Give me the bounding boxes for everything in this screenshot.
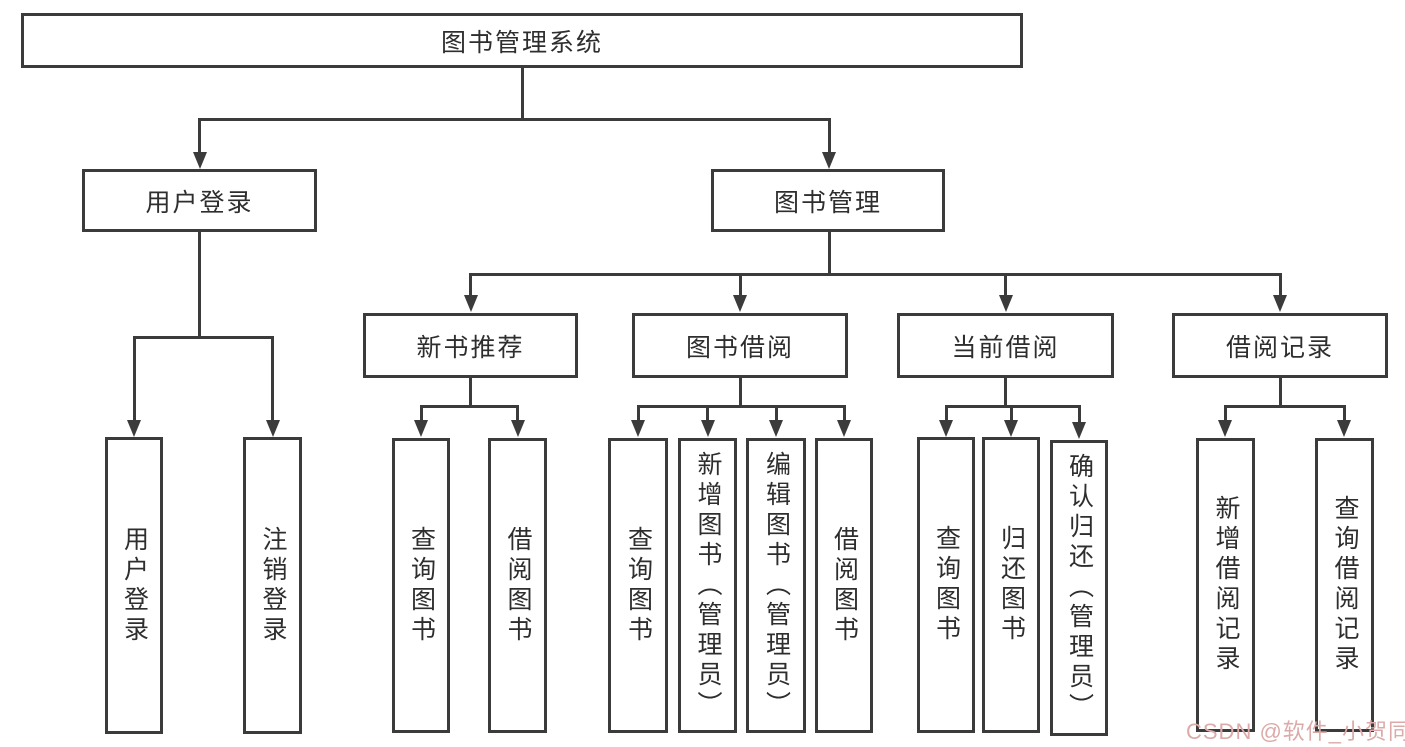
- connector: [945, 407, 948, 424]
- node-current-borrow-label: 当前借阅: [951, 333, 1060, 362]
- connector: [521, 68, 524, 120]
- leaf-query-borrow-record-label: 查询借阅记录: [1331, 495, 1359, 675]
- arrow-head: [822, 152, 836, 169]
- arrow-head: [1218, 420, 1232, 437]
- connector: [828, 232, 831, 275]
- connector: [133, 338, 136, 423]
- connector: [271, 338, 274, 423]
- connector: [133, 336, 274, 339]
- node-root: 图书管理系统: [21, 13, 1023, 68]
- connector: [469, 273, 1282, 276]
- leaf-confirm-return-admin: 确认归还（管理员）: [1050, 440, 1108, 736]
- node-book-borrow-label: 图书借阅: [685, 333, 794, 362]
- arrow-head: [414, 420, 428, 437]
- node-borrow-record: 借阅记录: [1172, 313, 1388, 378]
- leaf-add-books-admin: 新增图书（管理员）: [678, 438, 737, 733]
- connector: [706, 407, 709, 424]
- connector: [739, 377, 742, 408]
- arrow-head: [127, 420, 141, 437]
- leaf-user-login-label: 用户登录: [120, 525, 149, 646]
- connector: [198, 232, 201, 338]
- arrow-head: [837, 420, 851, 437]
- arrow-head: [464, 295, 478, 312]
- leaf-query-books-3: 查询图书: [917, 437, 975, 733]
- connector: [1004, 275, 1007, 298]
- connector: [198, 120, 201, 155]
- leaf-confirm-return-admin-label: 确认归还（管理员）: [1065, 453, 1094, 723]
- leaf-query-books-1-label: 查询图书: [407, 525, 436, 646]
- connector: [637, 405, 846, 408]
- connector: [1279, 377, 1282, 408]
- leaf-add-borrow-record-label: 新增借阅记录: [1212, 495, 1240, 675]
- arrow-head: [939, 420, 953, 437]
- connector: [1279, 275, 1282, 298]
- arrow-head: [1337, 420, 1351, 437]
- arrow-head: [266, 420, 280, 437]
- node-new-book-rec-label: 新书推荐: [416, 333, 525, 362]
- leaf-add-borrow-record: 新增借阅记录: [1196, 438, 1255, 732]
- connector: [420, 405, 519, 408]
- connector: [1224, 405, 1346, 408]
- node-new-book-rec: 新书推荐: [363, 313, 578, 378]
- connector: [1010, 407, 1013, 424]
- arrow-head: [733, 295, 747, 312]
- connector: [843, 407, 846, 424]
- leaf-return-books-label: 归还图书: [997, 525, 1026, 645]
- leaf-borrow-books-2-label: 借阅图书: [830, 525, 859, 646]
- connector: [1004, 377, 1007, 408]
- leaf-query-books-1: 查询图书: [392, 438, 450, 733]
- connector: [420, 407, 423, 424]
- node-user-login-label: 用户登录: [145, 188, 254, 217]
- leaf-borrow-books-1: 借阅图书: [488, 438, 547, 733]
- connector: [469, 275, 472, 298]
- connector: [1078, 407, 1081, 424]
- arrow-head: [999, 295, 1013, 312]
- leaf-query-books-3-label: 查询图书: [932, 525, 961, 645]
- connector: [198, 118, 831, 121]
- connector: [828, 120, 831, 155]
- arrow-head: [1004, 420, 1018, 437]
- leaf-query-books-2-label: 查询图书: [624, 525, 653, 646]
- leaf-borrow-books-1-label: 借阅图书: [504, 525, 532, 646]
- leaf-user-login: 用户登录: [105, 437, 163, 734]
- node-book-mgmt: 图书管理: [711, 169, 945, 232]
- leaf-logout: 注销登录: [243, 437, 302, 734]
- leaf-query-books-2: 查询图书: [608, 438, 668, 733]
- arrow-head: [631, 420, 645, 437]
- leaf-edit-books-admin: 编辑图书（管理员）: [746, 438, 806, 733]
- leaf-query-borrow-record: 查询借阅记录: [1315, 438, 1374, 732]
- arrow-head: [193, 152, 207, 169]
- leaf-edit-books-admin-label: 编辑图书（管理员）: [762, 450, 791, 721]
- leaf-borrow-books-2: 借阅图书: [815, 438, 873, 733]
- connector: [1343, 407, 1346, 424]
- arrow-head: [701, 420, 715, 437]
- leaf-return-books: 归还图书: [982, 437, 1040, 733]
- leaf-logout-label: 注销登录: [259, 525, 287, 646]
- connector: [516, 407, 519, 424]
- node-borrow-record-label: 借阅记录: [1225, 333, 1334, 362]
- leaf-add-books-admin-label: 新增图书（管理员）: [694, 450, 722, 721]
- node-user-login: 用户登录: [82, 169, 317, 232]
- arrow-head: [1273, 295, 1287, 312]
- connector: [1224, 407, 1227, 424]
- node-book-mgmt-label: 图书管理: [773, 188, 882, 217]
- node-root-label: 图书管理系统: [440, 28, 603, 57]
- connector: [637, 407, 640, 424]
- connector: [469, 377, 472, 408]
- connector: [945, 405, 1081, 408]
- node-current-borrow: 当前借阅: [897, 313, 1114, 378]
- watermark: CSDN @软件_小贺同学: [1186, 719, 1405, 744]
- arrow-head: [769, 420, 783, 437]
- node-book-borrow: 图书借阅: [632, 313, 848, 378]
- arrow-head: [511, 420, 525, 437]
- connector: [739, 275, 742, 298]
- connector: [775, 407, 778, 424]
- arrow-head: [1072, 422, 1086, 439]
